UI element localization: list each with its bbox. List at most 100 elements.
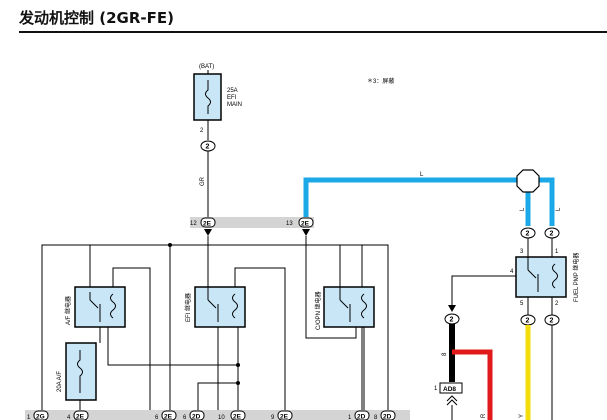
connector-fuse-out-label: 2: [206, 144, 210, 151]
wire-label-b-pin: 8: [442, 352, 448, 356]
bat-label: (BAT): [199, 64, 214, 70]
fp-pin2: 2: [555, 301, 559, 307]
loop-wire: [197, 382, 238, 410]
bottom-pin-8: 8: [374, 415, 378, 420]
relay-fp-switch-blade: [527, 269, 537, 279]
bottom-connector-3-label: 2E: [164, 414, 173, 420]
connector-ad8-label: AD8: [443, 386, 456, 393]
relay-efi-coil-icon: [232, 293, 238, 319]
splice-dot-1: [168, 243, 172, 247]
fuse-af-element-icon: [77, 350, 83, 393]
bottom-connector-8-label: 2D: [383, 414, 392, 420]
bus-bar: [190, 217, 314, 228]
bus-arrow-right-icon: [302, 229, 310, 236]
page-title: 发动机控制 (2GR-FE): [19, 9, 174, 27]
relay-efi: [194, 286, 246, 328]
ad8-pin: 1: [434, 386, 438, 392]
connector-fp-in1-label: 2: [526, 231, 530, 238]
bottom-connector-2: [73, 410, 89, 420]
relay-fuel-pmp-label: FUEL PMP 继电器: [572, 253, 580, 302]
relay-efi-switch-blade: [207, 299, 217, 309]
bus-horizontal-wire: [41, 244, 389, 410]
blue-wire-top: [303, 177, 518, 217]
bottom-connector-bar: [25, 410, 410, 420]
ad8-chevron-icon: [446, 395, 458, 406]
wire-label-l-left: L: [520, 207, 526, 211]
bottom-pin-7: 1: [348, 415, 352, 420]
wire-label-y: Y: [519, 414, 525, 418]
connector-fp-out1-label: 2: [526, 318, 530, 325]
bottom-connector-8: [380, 410, 396, 420]
fuse-main-rating: 25A: [227, 88, 238, 94]
red-wire: [452, 349, 493, 420]
af-coil-feed: [112, 267, 151, 410]
connector-bus-right-label: 2E: [301, 221, 310, 228]
relay-efi-label: EFI 继电器: [184, 293, 192, 322]
fuse-af: [65, 342, 97, 401]
fp-arrow-icon: [448, 305, 456, 312]
gr-wire-label: GR: [200, 176, 206, 186]
bottom-connector-5: [230, 410, 246, 420]
fp-pin5: 5: [520, 301, 524, 307]
bottom-pin-2: 4: [67, 415, 71, 420]
bottom-pin-6: 9: [271, 415, 275, 420]
bottom-connector-3: [161, 410, 177, 420]
fuse-af-label: 20A A/F: [57, 371, 63, 392]
fp-pin4-wire: [451, 275, 516, 305]
connector-bus-right: [298, 217, 314, 228]
connector-fp-out2-label: 2: [550, 318, 554, 325]
fuse-element-icon: [205, 80, 211, 114]
bottom-connector-7: [354, 410, 370, 420]
relay-copn-label: C/OPN 继电器: [314, 291, 322, 330]
relay-fuel-pmp: [515, 256, 567, 298]
bottom-connectors: 1 2G 4 2E 6 2E 6 2D 10 2E 9 2E 1 2D 8 2D: [27, 410, 396, 420]
connector-bus-left: [200, 217, 216, 228]
bottom-connector-4-label: 2D: [192, 414, 201, 420]
copn-out-wire: [305, 245, 357, 339]
relay-copn-coil-icon: [361, 293, 367, 319]
fuse-main-line2: MAIN: [227, 102, 242, 108]
bus-right-pin: 13: [286, 221, 293, 227]
bus-arrow-left-icon: [204, 229, 212, 236]
relay-copn: [323, 286, 375, 328]
connector-ad8: [439, 382, 463, 394]
splice-dot-2: [236, 363, 240, 367]
splice-dot-3: [236, 381, 240, 385]
relay-fp-coil-icon: [552, 263, 558, 289]
relay-af-label: A/F 继电器: [64, 296, 72, 325]
bottom-connector-6: [277, 410, 293, 420]
bottom-connector-6-label: 2E: [280, 414, 289, 420]
fp-pin3: 3: [520, 249, 524, 255]
af-relay-out-wire: [107, 327, 240, 366]
bottom-pin-3: 6: [155, 415, 159, 420]
title-divider: [19, 31, 607, 33]
fuse-out-pin: 2: [200, 128, 204, 134]
wire-label-l-right: L: [556, 207, 562, 211]
bottom-pin-4: 6: [183, 415, 187, 420]
bottom-connector-2-label: 2E: [76, 414, 85, 420]
bottom-connector-1: [33, 410, 49, 420]
relay-af-switch-blade: [89, 299, 99, 309]
connector-fp-in2-label: 2: [550, 231, 554, 238]
bottom-pin-5: 10: [218, 415, 225, 420]
connector-ad-top-label: 2: [450, 317, 454, 324]
relay-af-coil-icon: [110, 293, 116, 319]
bottom-connector-5-label: 2E: [233, 414, 242, 420]
relay-copn-switch-blade: [339, 299, 349, 309]
fp-pin1: 1: [555, 249, 559, 255]
wire-label-l-top: L: [420, 172, 424, 178]
note-text: ＊3：屏蔽: [367, 77, 394, 85]
bus-left-pin: 12: [190, 221, 197, 227]
fp-pin4: 4: [510, 269, 514, 275]
bottom-connector-4: [189, 410, 205, 420]
connector-bus-left-label: 2E: [203, 221, 212, 228]
blue-wire-drop-right: [549, 177, 555, 226]
efi-coil-feed: [234, 267, 286, 410]
shield-junction-icon: [516, 169, 540, 193]
bottom-connector-1-label: 2G: [36, 414, 45, 420]
wire-label-r: R: [481, 413, 487, 418]
fuse-main-line1: EFI: [227, 95, 237, 101]
bottom-connector-7-label: 2D: [357, 414, 366, 420]
bottom-pin-1: 1: [27, 415, 31, 420]
